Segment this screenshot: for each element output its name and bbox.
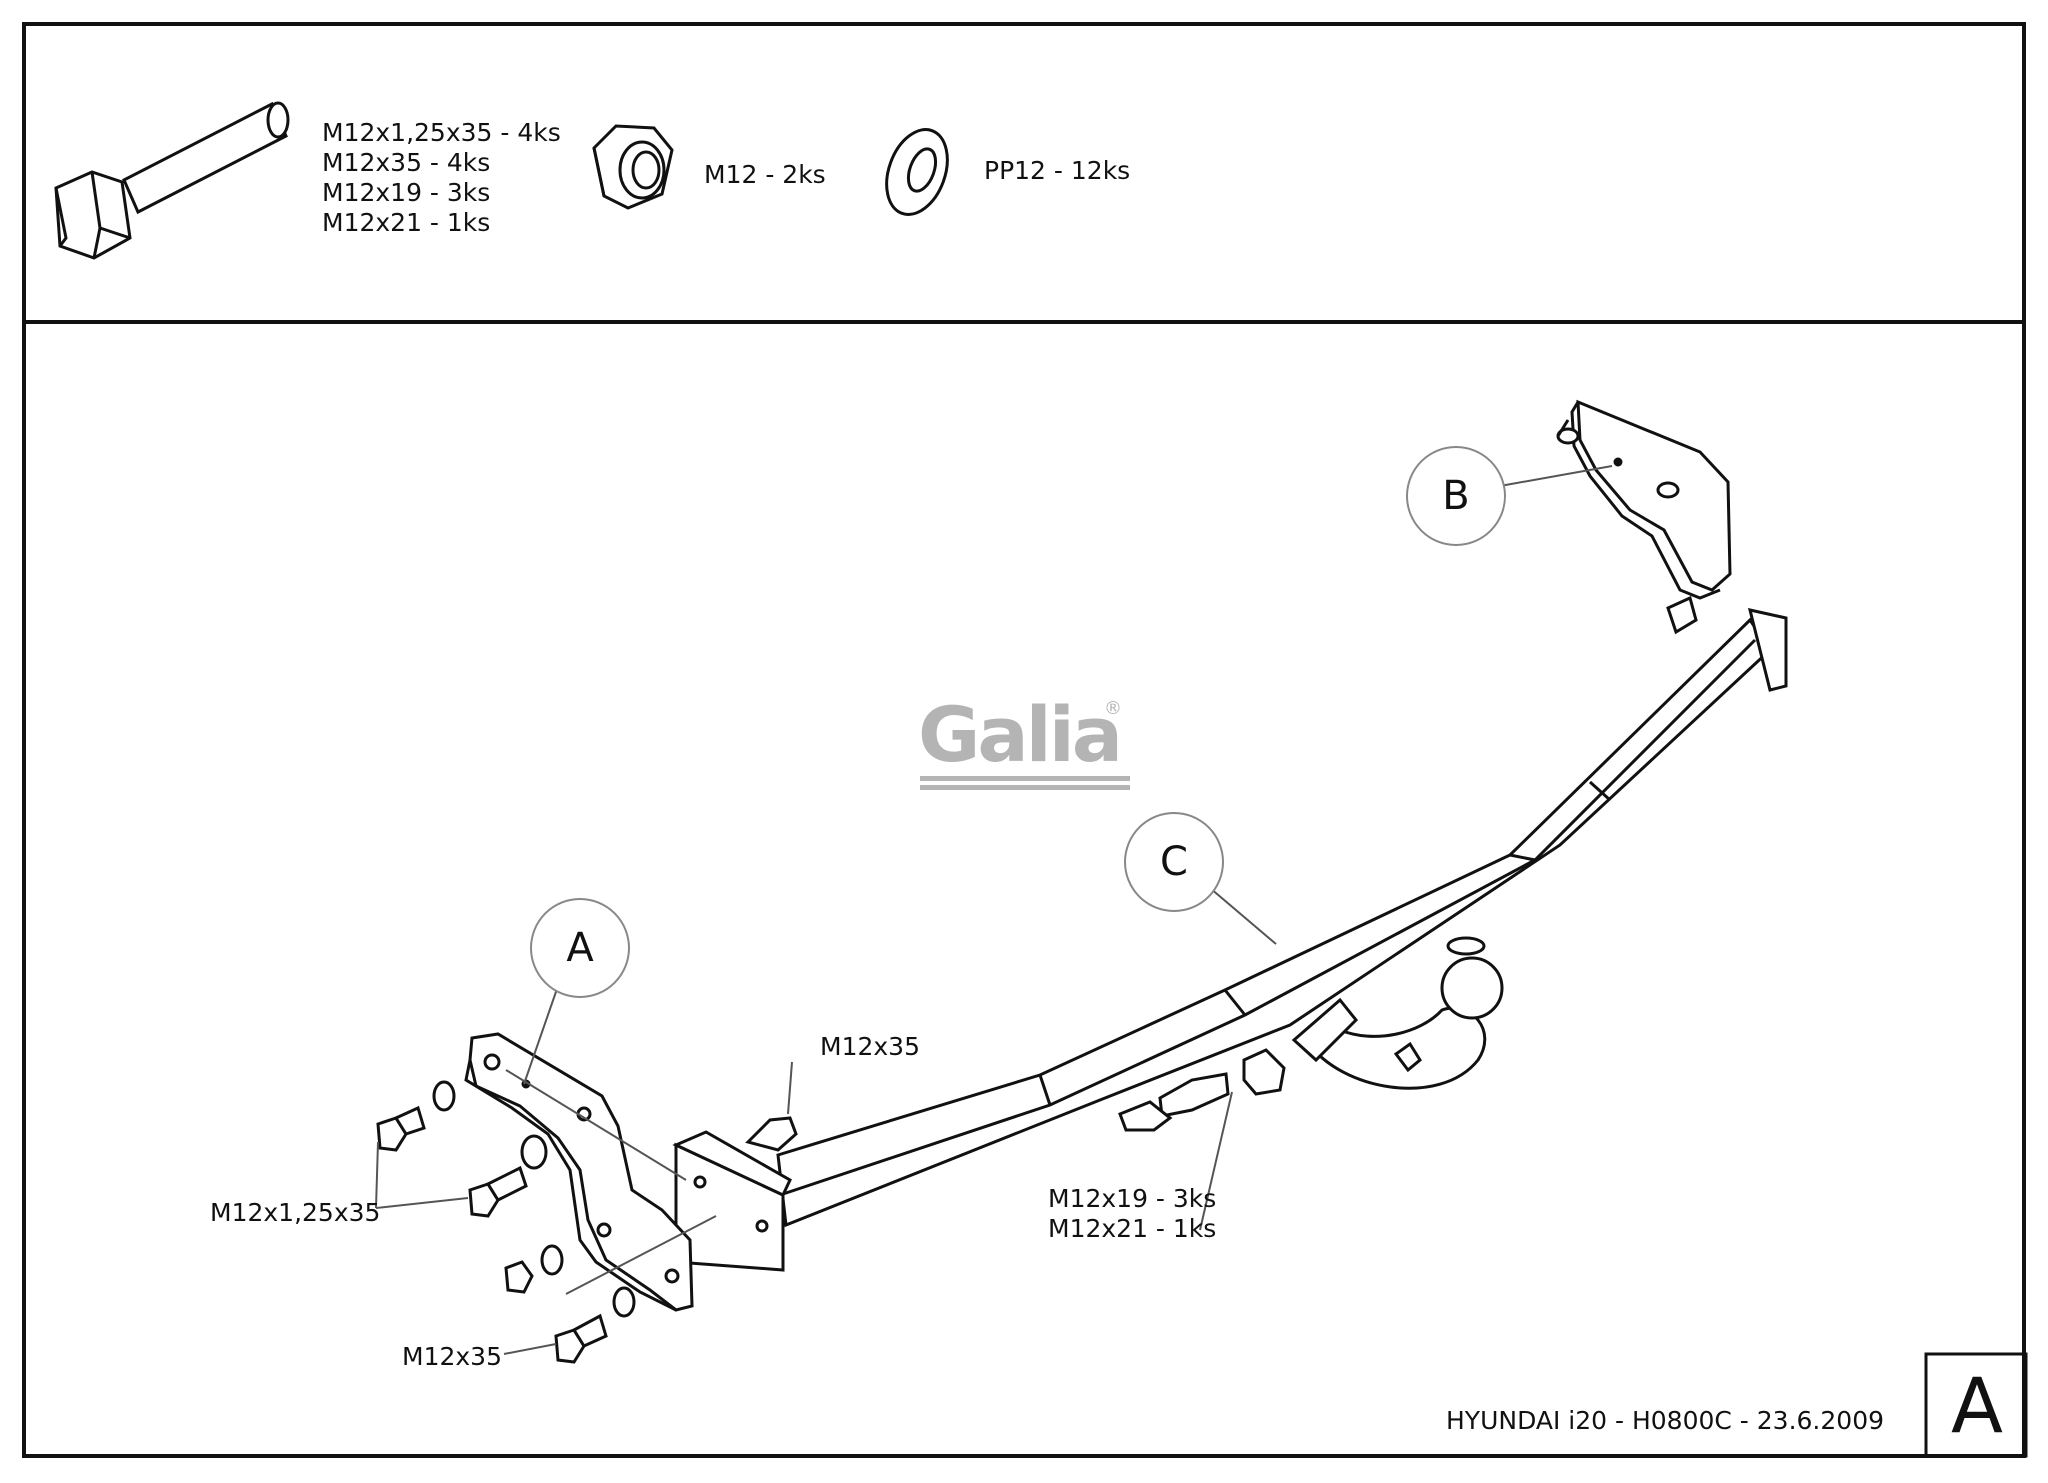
washer-3 xyxy=(540,1244,564,1276)
callout-b: B xyxy=(1406,446,1506,546)
crossbar-tube xyxy=(672,608,1788,1272)
leader-lines xyxy=(375,465,1613,1355)
stud-2 xyxy=(1656,481,1680,499)
label-m12x21: M12x21 - 1ks xyxy=(1048,1214,1217,1243)
drawing-title: HYUNDAI i20 - H0800C - 23.6.2009 xyxy=(1446,1406,1885,1435)
bolt-icon xyxy=(54,101,290,260)
bolt-spec-3: M12x19 - 3ks xyxy=(322,178,491,207)
bracket-b-nut xyxy=(1666,595,1698,635)
washer-4 xyxy=(612,1286,636,1318)
logo-underline-1 xyxy=(920,776,1130,781)
washer-spec: PP12 - 12ks xyxy=(984,156,1131,185)
outer-frame xyxy=(22,22,2026,1458)
washer-2 xyxy=(520,1134,548,1170)
bolt-spec-4: M12x21 - 1ks xyxy=(322,208,491,237)
sheet-letter-box xyxy=(1924,1352,2028,1458)
nut-spec: M12 - 2ks xyxy=(704,160,826,189)
callout-a: A xyxy=(530,898,630,998)
callout-c: C xyxy=(1124,812,1224,912)
bolt-spec-1: M12x1,25x35 - 4ks xyxy=(322,118,561,147)
fasteners-left xyxy=(376,1080,798,1364)
registered-mark: ® xyxy=(1104,698,1122,719)
label-m12x35-top: M12x35 xyxy=(820,1032,920,1061)
towball-assembly xyxy=(1118,936,1504,1132)
nut-icon xyxy=(592,124,674,210)
bolt-spec-2: M12x35 - 4ks xyxy=(322,148,491,177)
washer-icon xyxy=(885,128,949,216)
label-m12x125x35: M12x1,25x35 xyxy=(210,1198,381,1227)
washer-1 xyxy=(432,1080,456,1112)
towball xyxy=(1440,956,1504,1020)
bracket-b xyxy=(1556,399,1732,635)
bracket-a xyxy=(464,1032,694,1312)
sheet-letter: A xyxy=(1951,1360,2003,1450)
label-m12x35-bottom: M12x35 xyxy=(402,1342,502,1371)
galia-logo: Galia xyxy=(918,690,1123,779)
label-m12x19: M12x19 - 3ks xyxy=(1048,1184,1217,1213)
logo-underline-2 xyxy=(920,785,1130,790)
